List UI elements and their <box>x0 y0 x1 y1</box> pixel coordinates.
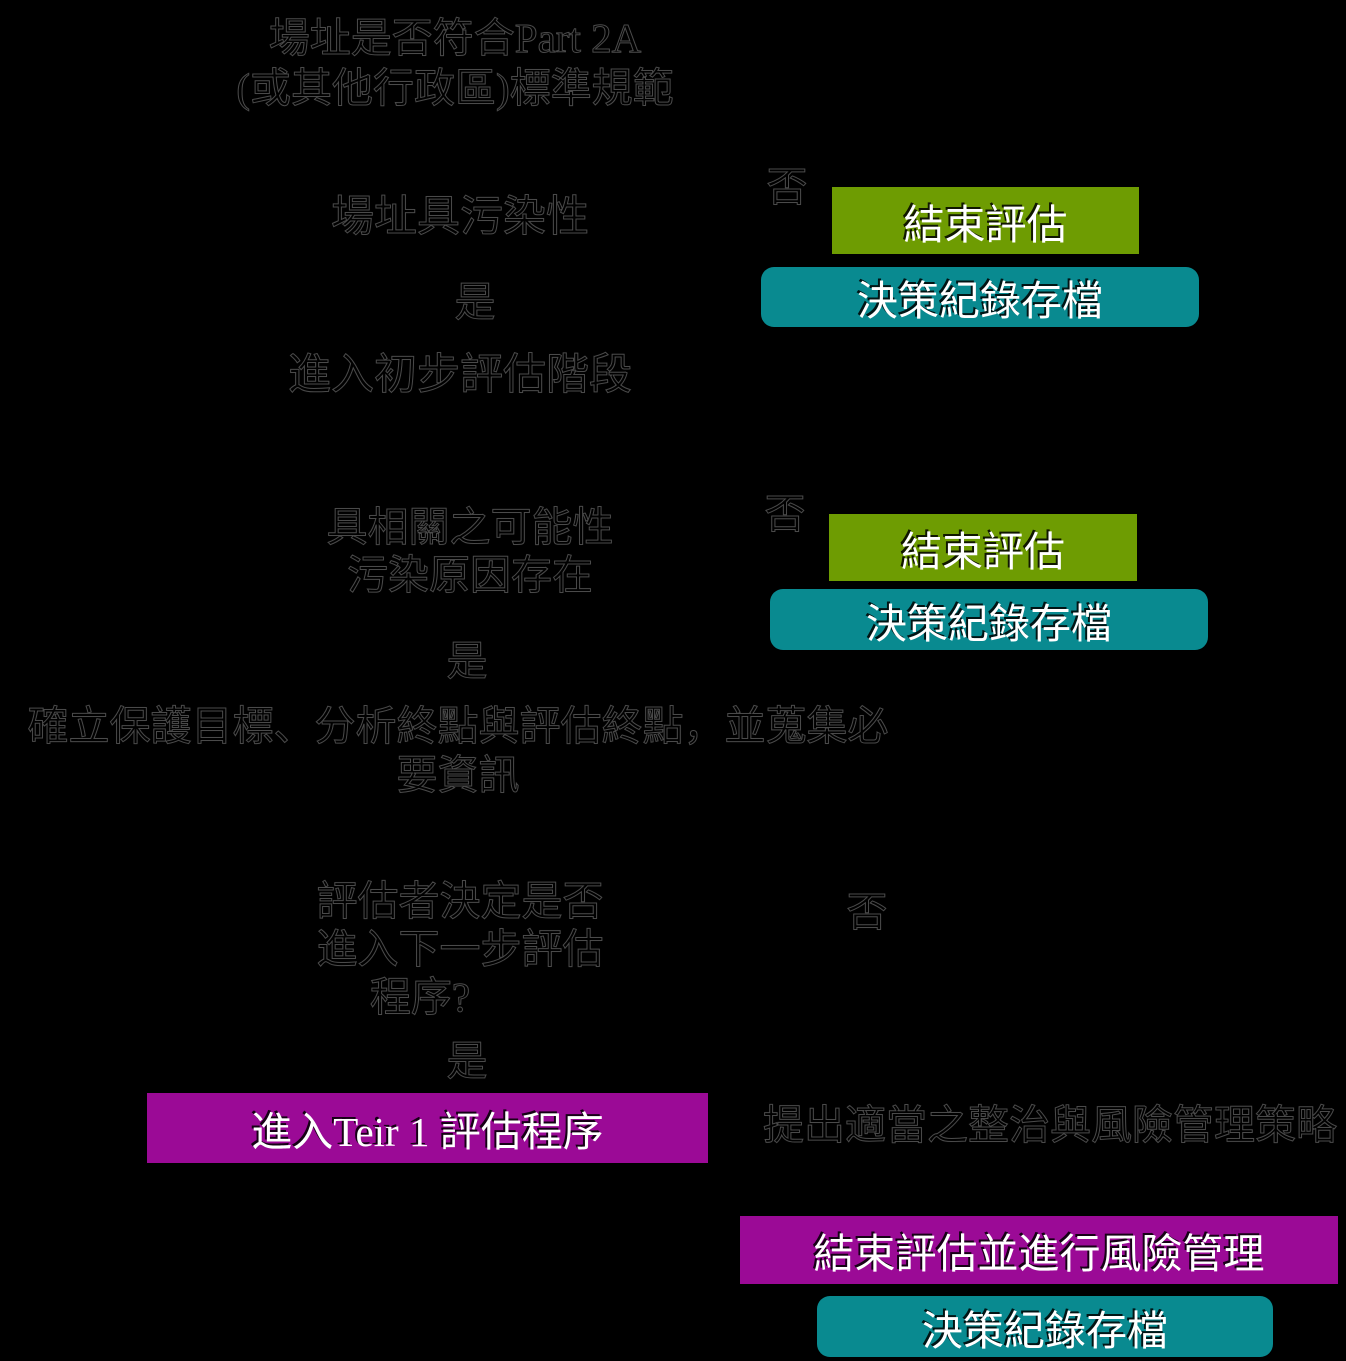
decision-record-archive-box-3: 決策紀錄存檔 <box>817 1296 1273 1357</box>
node-site-meets-part2a-line2: (或其他行政區)標準規範 <box>236 65 674 112</box>
label-yes-3: 是 <box>446 1038 488 1085</box>
node-enter-preliminary-assessment: 進入初步評估階段 <box>288 352 633 400</box>
node-assessor-decision-line3: 程序? <box>369 974 471 1021</box>
node-establish-goals-line2: 要資訊 <box>396 752 520 799</box>
enter-tier1-assessment-box: 進入Teir 1 評估程序 <box>147 1093 708 1163</box>
label-yes-1: 是 <box>454 279 496 326</box>
decision-record-archive-box-2: 決策紀錄存檔 <box>770 589 1208 650</box>
label-no-2: 否 <box>764 491 806 538</box>
end-assessment-risk-management-box: 結束評估並進行風險管理 <box>740 1216 1338 1284</box>
node-possible-contamination-cause-line2: 污染原因存在 <box>347 552 594 599</box>
end-assessment-box-1: 結束評估 <box>832 187 1139 254</box>
node-propose-remediation-strategy: 提出適當之整治與風險管理策略 <box>763 1102 1338 1149</box>
label-no-1: 否 <box>766 164 808 211</box>
node-site-contaminated: 場址具污染性 <box>331 194 590 242</box>
end-assessment-box-2: 結束評估 <box>829 514 1137 581</box>
node-site-meets-part2a-line1: 場址是否符合Part 2A <box>268 15 642 62</box>
node-assessor-decision-line1: 評估者決定是否 <box>316 878 604 925</box>
label-yes-2: 是 <box>446 638 488 685</box>
node-establish-goals-line1: 確立保護目標、分析終點與評估終點，並蒐集必 <box>27 703 889 750</box>
decision-record-archive-box-1: 決策紀錄存檔 <box>761 267 1199 327</box>
label-no-3: 否 <box>846 889 888 936</box>
node-assessor-decision-line2: 進入下一步評估 <box>316 926 604 973</box>
node-possible-contamination-cause-line1: 具相關之可能性 <box>326 504 614 551</box>
